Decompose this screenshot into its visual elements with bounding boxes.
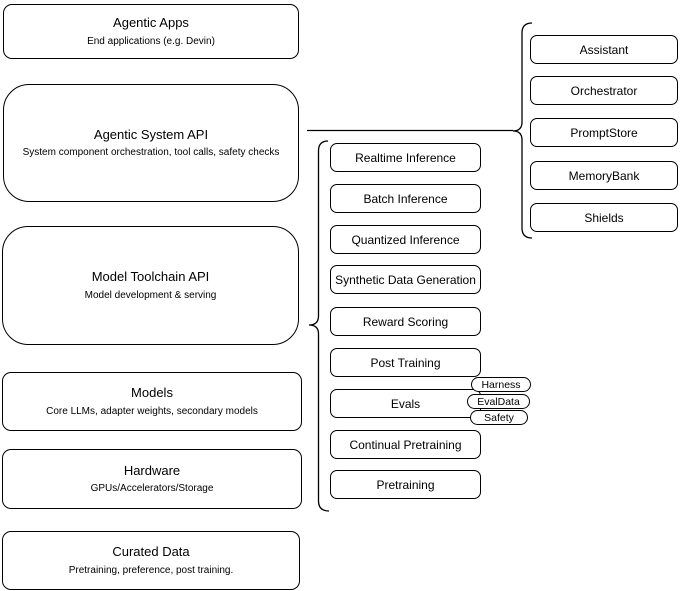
box-model-toolchain-api: Model Toolchain API Model development & … [2,226,299,345]
service-box-realtime-inference: Realtime Inference [330,143,481,172]
service-label: Continual Pretraining [349,437,462,452]
eval-tag-safety: Safety [470,410,528,425]
component-label: PromptStore [570,125,638,140]
component-box-shields: Shields [530,203,678,232]
service-label: Pretraining [376,477,435,492]
component-label: Shields [584,210,624,225]
eval-tag-label: EvalData [477,395,520,408]
service-label: Quantized Inference [351,232,460,247]
system-components-bracket [512,22,533,239]
component-label: Orchestrator [570,83,638,98]
component-box-promptstore: PromptStore [530,118,678,147]
service-label: Post Training [370,355,441,370]
component-label: Assistant [579,42,629,57]
service-box-post-training: Post Training [330,348,481,377]
box-title: Curated Data [112,544,190,560]
toolchain-bracket [308,140,330,512]
service-label: Synthetic Data Generation [335,272,476,287]
service-box-reward-scoring: Reward Scoring [330,307,481,336]
box-subtitle: GPUs/Accelerators/Storage [90,483,214,495]
service-label: Realtime Inference [355,150,456,165]
box-title: Hardware [123,462,181,478]
service-label: Batch Inference [363,191,448,206]
service-box-batch-inference: Batch Inference [330,184,481,213]
component-label: MemoryBank [568,168,640,183]
box-title: Agentic Apps [113,15,189,31]
box-agentic-system-api: Agentic System API System component orch… [3,84,299,202]
box-subtitle: Pretraining, preference, post training. [68,564,234,576]
service-box-continual-pretraining: Continual Pretraining [330,430,481,459]
box-curated-data: Curated Data Pretraining, preference, po… [2,531,300,590]
service-box-synthetic-data-generation: Synthetic Data Generation [330,265,481,294]
box-subtitle: System component orchestration, tool cal… [22,147,280,159]
box-title: Agentic System API [93,126,209,142]
component-box-orchestrator: Orchestrator [530,76,678,105]
box-models: Models Core LLMs, adapter weights, secon… [2,372,302,431]
component-box-assistant: Assistant [530,35,678,64]
eval-tag-label: Safety [484,411,514,424]
component-box-memorybank: MemoryBank [530,161,678,190]
eval-tag-evaldata: EvalData [467,394,530,409]
service-box-evals: Evals [330,389,481,418]
service-box-quantized-inference: Quantized Inference [330,225,481,254]
box-subtitle: Core LLMs, adapter weights, secondary mo… [46,405,258,417]
service-label: Reward Scoring [362,314,449,329]
service-box-pretraining: Pretraining [330,470,481,499]
box-subtitle: Model development & serving [84,289,217,301]
box-title: Models [131,385,173,401]
box-subtitle: End applications (e.g. Devin) [87,35,215,47]
eval-tag-harness: Harness [471,377,531,392]
box-title: Model Toolchain API [91,269,210,285]
box-agentic-apps: Agentic Apps End applications (e.g. Devi… [3,4,299,59]
eval-tag-label: Harness [481,378,521,391]
box-hardware: Hardware GPUs/Accelerators/Storage [2,449,302,509]
service-label: Evals [390,396,421,411]
